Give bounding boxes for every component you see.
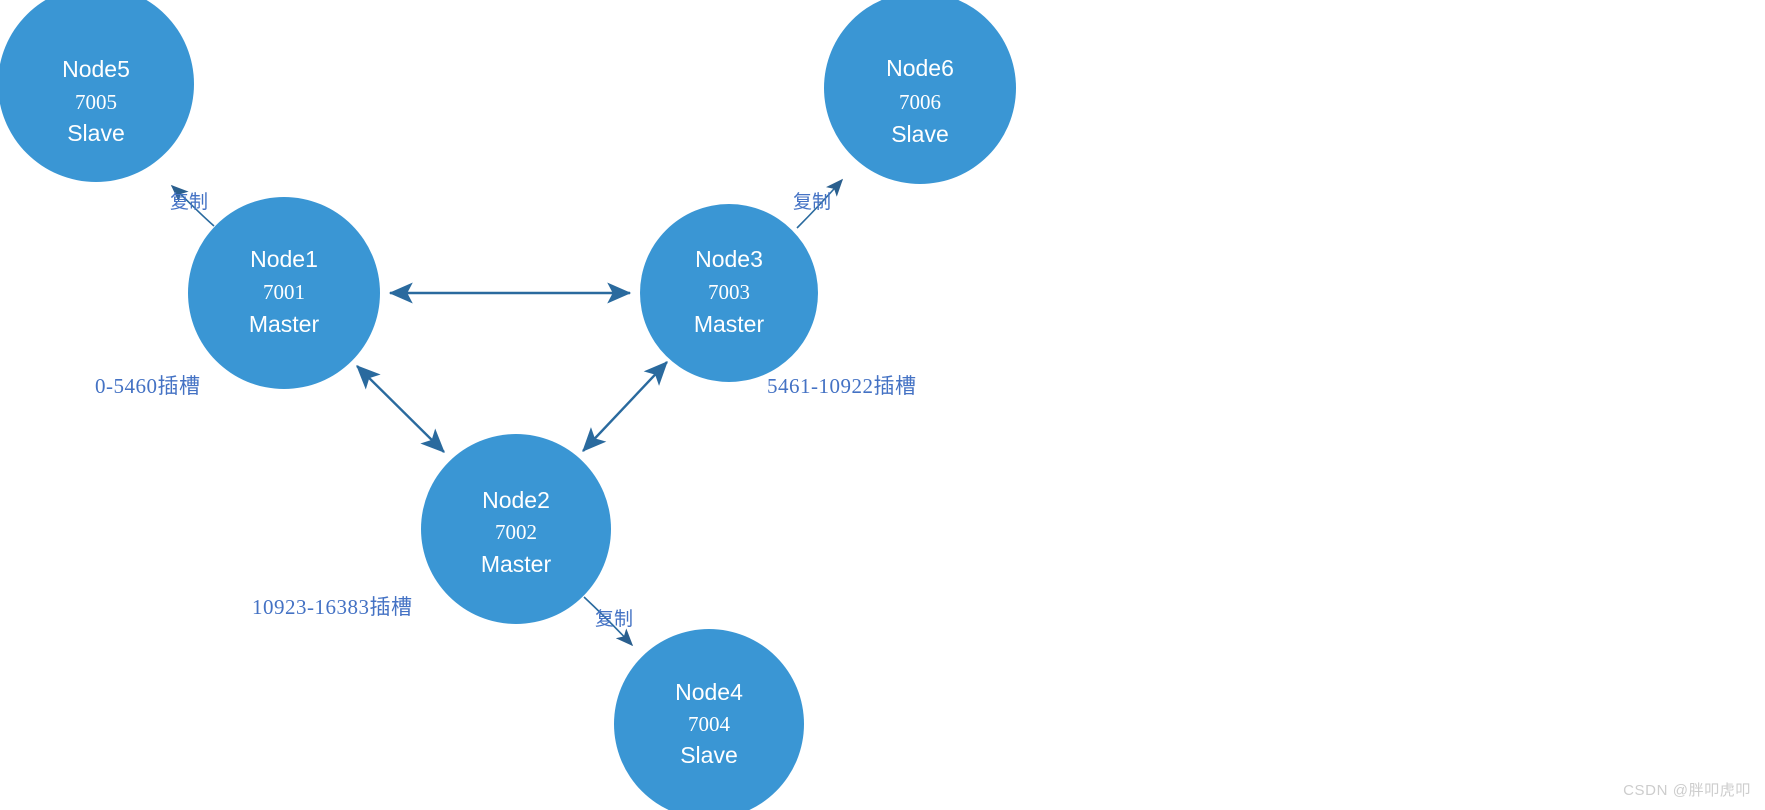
replicate-label-node6: 复制 [793,191,831,213]
edge-node3-node2 [582,361,668,452]
edge-node1-node2 [356,365,445,453]
node-node6[interactable]: Node6 7006 Slave [824,0,1016,184]
node4-circle[interactable] [614,629,804,810]
node5-name: Node5 [62,56,130,82]
node-node5[interactable]: Node5 7005 Slave [0,0,194,182]
node-node4[interactable]: Node4 7004 Slave [614,629,804,810]
replicate-label-node5: 复制 [170,191,208,213]
node3-circle[interactable] [640,204,818,382]
node3-port: 7003 [708,280,750,304]
node4-name: Node4 [675,679,743,705]
node-node1[interactable]: Node1 7001 Master [188,197,380,389]
slot-label-node3: 5461-10922插槽 [767,374,917,398]
edge-node2-node4 [583,596,634,647]
node1-circle[interactable] [188,197,380,389]
edge-node1-node5 [170,184,215,227]
edge-node3-node6 [796,178,844,229]
csdn-watermark: CSDN @胖叩虎叩 [1623,782,1751,799]
node4-port: 7004 [688,712,731,736]
node5-circle[interactable] [0,0,194,182]
node6-port: 7006 [899,90,941,114]
replicate-label-node4: 复制 [595,608,633,630]
node5-role: Slave [67,120,125,146]
node6-circle[interactable] [824,0,1016,184]
node-node2[interactable]: Node2 7002 Master [421,434,611,624]
node4-role: Slave [680,742,738,768]
node-node3[interactable]: Node3 7003 Master [640,204,818,382]
node1-port: 7001 [263,280,305,304]
slot-label-node1: 0-5460插槽 [95,374,201,398]
node1-role: Master [249,311,320,337]
node3-name: Node3 [695,246,763,272]
node6-role: Slave [891,121,949,147]
node5-port: 7005 [75,90,117,114]
node2-circle[interactable] [421,434,611,624]
node1-name: Node1 [250,246,318,272]
node2-name: Node2 [482,487,550,513]
node2-role: Master [481,551,552,577]
node6-name: Node6 [886,55,954,81]
node2-port: 7002 [495,520,537,544]
node3-role: Master [694,311,765,337]
slot-label-node2: 10923-16383插槽 [252,595,413,619]
